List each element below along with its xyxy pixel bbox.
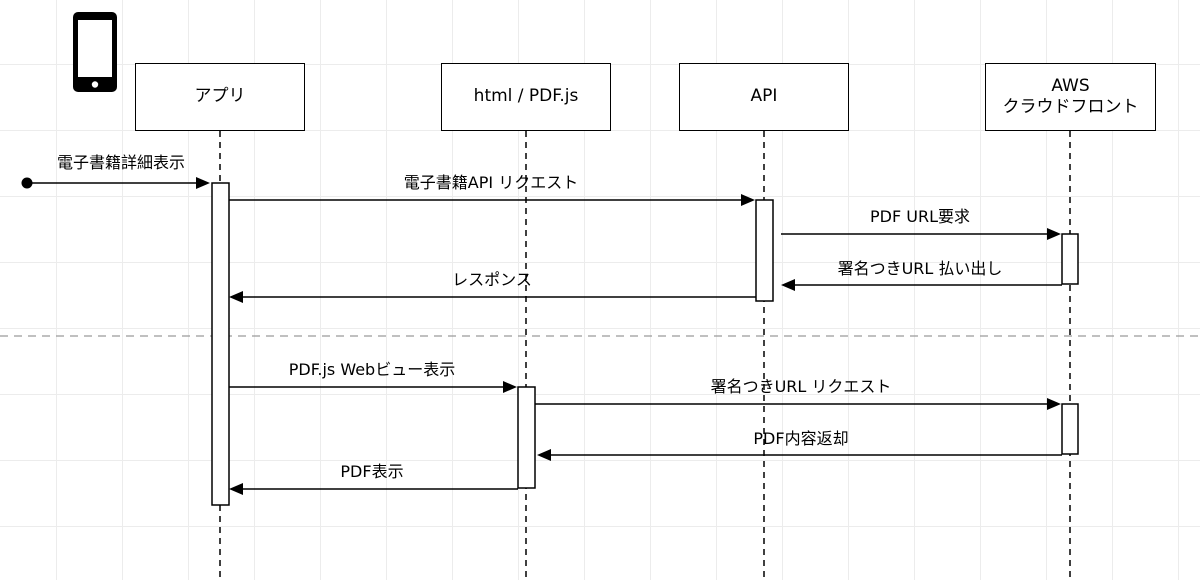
activation-api — [755, 199, 774, 302]
smartphone-icon — [73, 12, 117, 92]
participant-aws-cloudfront[interactable]: AWS クラウドフロント — [985, 63, 1156, 131]
participant-app[interactable]: アプリ — [135, 63, 305, 131]
message-label-m7: PDF内容返却 — [753, 429, 849, 448]
message-label-m8: PDF表示 — [340, 462, 404, 481]
message-label-m2: PDF URL要求 — [869, 207, 971, 226]
participant-html-pdfjs[interactable]: html / PDF.js — [441, 63, 611, 131]
message-label-m4: レスポンス — [452, 270, 532, 289]
arrowhead-m2 — [1047, 228, 1061, 240]
message-label-m1: 電子書籍API リクエスト — [403, 173, 579, 192]
arrowhead-m3 — [781, 279, 795, 291]
activation-app — [211, 182, 230, 506]
arrowhead-m6 — [1047, 398, 1061, 410]
arrowhead-m8 — [229, 483, 243, 495]
activation-aws-2 — [1061, 403, 1079, 455]
message-label-m3: 署名つきURL 払い出し — [837, 259, 1003, 278]
activation-web — [517, 386, 536, 489]
arrowhead-m7 — [537, 449, 551, 461]
message-label-m0: 電子書籍詳細表示 — [56, 153, 186, 172]
message-label-m6: 署名つきURL リクエスト — [710, 377, 892, 396]
participant-api[interactable]: API — [679, 63, 849, 131]
arrowhead-m0 — [196, 177, 210, 189]
arrowhead-m5 — [503, 381, 517, 393]
arrowhead-m4 — [229, 291, 243, 303]
activation-aws-1 — [1061, 233, 1079, 285]
arrowhead-m1 — [741, 194, 755, 206]
message-label-m5: PDF.js Webビュー表示 — [288, 360, 456, 379]
